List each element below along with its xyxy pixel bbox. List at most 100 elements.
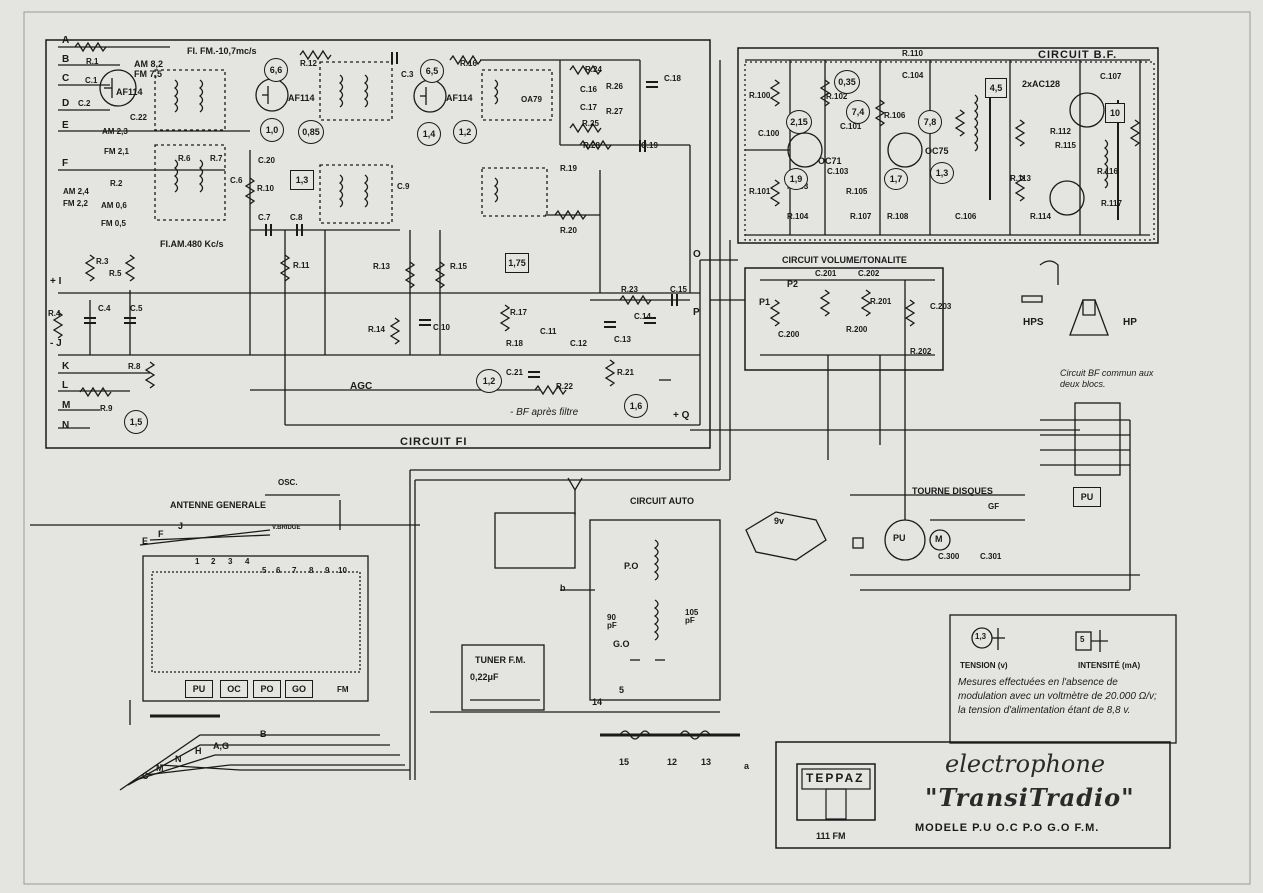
switch-number-1: 1	[195, 557, 200, 566]
resistor-r202: R.202	[910, 347, 932, 356]
gf-label: GF	[988, 502, 1000, 511]
resistor-r104: R.104	[787, 212, 809, 221]
legend-intensity-label: INTENSITÉ (mA)	[1078, 661, 1141, 670]
wire-ag-label: A,G	[213, 741, 230, 751]
resistor-r24: R.24	[585, 65, 602, 74]
switch-button-go: GO	[285, 680, 313, 698]
voltage-0-85: 0,85	[298, 120, 324, 144]
resistor-r201: R.201	[870, 297, 892, 306]
capacitor-c19: C.19	[641, 141, 658, 150]
terminal-N: N	[62, 420, 70, 431]
resistor-r21: R.21	[617, 368, 634, 377]
fi-fm-label: FI. FM.-10,7mc/s	[187, 46, 257, 56]
resistor-r18: R.18	[506, 339, 523, 348]
terminal-A: A	[62, 35, 70, 46]
switch-button-po: PO	[253, 680, 281, 698]
resistor-r5: R.5	[109, 269, 122, 278]
voltage-7-4: 7,4	[846, 100, 870, 124]
capacitor-c15: C.15	[670, 285, 687, 294]
capacitor-c14: C.14	[634, 312, 651, 321]
capacitor-c4: C.4	[98, 304, 111, 313]
resistor-r107: R.107	[850, 212, 872, 221]
resistor-r114: R.114	[1030, 212, 1051, 221]
auto-po-label: P.O	[624, 561, 639, 571]
resistor-r6: R.6	[178, 154, 191, 163]
capacitor-c3: C.3	[401, 70, 414, 79]
fi-am-label: FI.AM.480 Kc/s	[160, 239, 224, 249]
teppaz-logo-text: TEPPAZ	[806, 771, 865, 785]
q-terminal: + Q	[673, 410, 690, 421]
vbridge-label: V.BRIDGE	[272, 525, 301, 531]
switch-number-3: 3	[228, 557, 233, 566]
capacitor-c9: C.9	[397, 182, 410, 191]
transistor-oc71: OC71	[818, 156, 842, 166]
current-1-3: 1,3	[290, 170, 314, 190]
model-line: MODELE P.U O.C P.O G.O F.M.	[915, 822, 1100, 834]
capacitor-c300: C.300	[938, 552, 960, 561]
capacitor-c202: C.202	[858, 269, 880, 278]
o-terminal: O	[693, 249, 701, 260]
capacitor-c301: C.301	[980, 552, 1002, 561]
capacitor-c1: C.1	[85, 76, 98, 85]
resistor-r27: R.27	[606, 107, 623, 116]
capacitor-c104: C.104	[902, 71, 924, 80]
hp-label: HP	[1123, 317, 1137, 328]
switch-button-oc: OC	[220, 680, 248, 698]
capacitor-c22: C.22	[130, 113, 147, 122]
auto-90pf-label: 90 pF	[607, 613, 617, 630]
resistor-r11: R.11	[293, 261, 310, 270]
capacitor-c13: C.13	[614, 335, 631, 344]
resistor-r13: R.13	[373, 262, 390, 271]
switch-number-4: 4	[245, 557, 250, 566]
terminal-B: B	[62, 54, 70, 65]
resistor-r22: R.22	[556, 382, 573, 391]
voltage-7-8: 7,8	[918, 110, 942, 134]
resistor-r16: R.16	[460, 59, 477, 68]
teppaz-logo-model: 111 FM	[816, 831, 846, 841]
osc-label: OSC.	[278, 478, 298, 487]
voltage-1-9: 1,9	[784, 168, 808, 190]
voltage-1-7: 1,7	[884, 168, 908, 190]
terminal-C: C	[62, 73, 70, 84]
capacitor-c201: C.201	[815, 269, 837, 278]
transistor-2xac128: 2xAC128	[1022, 79, 1061, 89]
voltage-6-6: 6,6	[264, 58, 288, 82]
transistor-oc75: OC75	[925, 146, 949, 156]
switch-number-7: 7	[292, 566, 297, 575]
capacitor-c107: C.107	[1100, 72, 1122, 81]
auto-terminal-14: 14	[592, 697, 603, 707]
bf-commun-label: Circuit BF commun aux deux blocs.	[1060, 368, 1154, 389]
pu-cartridge-label: PU	[893, 533, 906, 543]
voltage-1-2-det: 1,2	[476, 369, 502, 393]
switch-button-fm: FM	[337, 685, 349, 694]
teppaz-logo	[796, 763, 876, 821]
current-1-75: 1,75	[505, 253, 529, 273]
resistor-r101: R.101	[749, 187, 771, 196]
capacitor-c18: C.18	[664, 74, 681, 83]
product-title: "TransiTradio"	[925, 783, 1135, 812]
capacitor-c103: C.103	[827, 167, 849, 176]
current-4-5: 4,5	[985, 78, 1007, 98]
capacitor-c2: C.2	[78, 99, 91, 108]
resistor-r20: R.20	[560, 226, 577, 235]
capacitor-c20: C.20	[258, 156, 275, 165]
resistor-r23: R.23	[621, 285, 638, 294]
resistor-r100: R.100	[749, 91, 771, 100]
wire-n-label: N	[175, 754, 182, 764]
wire-h-label: H	[195, 746, 202, 756]
tourne-disques-title: TOURNE DISQUES	[912, 486, 993, 496]
resistor-r117: R.117	[1101, 199, 1122, 208]
motor-label: M	[935, 534, 943, 544]
capacitor-c100: C.100	[758, 129, 780, 138]
capacitor-c5: C.5	[130, 304, 143, 313]
resistor-r200: R.200	[846, 325, 868, 334]
switch-number-6: 6	[276, 566, 281, 575]
terminal-M: M	[62, 400, 71, 411]
switch-number-2: 2	[211, 557, 216, 566]
transistor-af114-3: AF114	[446, 93, 473, 103]
capacitor-c16: C.16	[580, 85, 597, 94]
auto-terminal-15: 15	[619, 757, 630, 767]
oa79-label: OA79	[521, 95, 542, 104]
fm22-label: FM 2,2	[63, 199, 88, 208]
resistor-r110: R.110	[902, 49, 923, 58]
